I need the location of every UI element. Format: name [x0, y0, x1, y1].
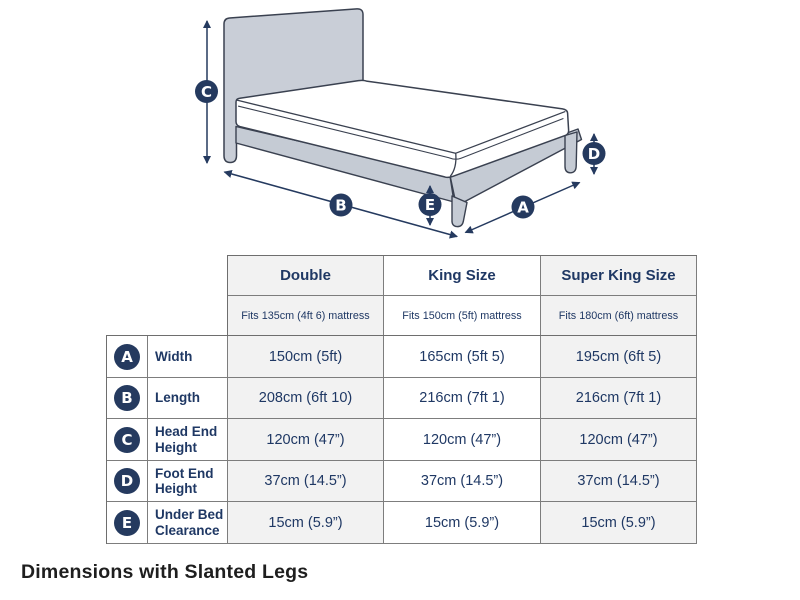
- badge-d-letter: D: [588, 145, 600, 163]
- value-head-height-super-king: 120cm (47”): [541, 419, 697, 461]
- page-caption: Dimensions with Slanted Legs: [21, 561, 309, 583]
- mattress-seam: [237, 105, 564, 160]
- badge-d-circle: [582, 142, 606, 165]
- bed-dimensions-diagram: C B E A D: [195, 8, 606, 239]
- badge-a-circle: [511, 195, 535, 219]
- mattress: [235, 79, 570, 179]
- value-width-king: 165cm (5ft 5): [384, 336, 541, 378]
- row-label-head-end-height: Head End Height: [148, 419, 228, 461]
- badge-b-letter: B: [335, 197, 346, 215]
- badge-b-circle: [329, 193, 353, 217]
- value-length-double: 208cm (6ft 10): [228, 378, 384, 419]
- badge-a-letter: A: [517, 199, 529, 217]
- row-badge-a: A: [114, 343, 140, 370]
- row-label-width: Width: [148, 336, 228, 378]
- row-badge-b: B: [114, 385, 140, 411]
- value-head-height-king: 120cm (47”): [384, 419, 541, 461]
- column-header-super-king: Super King Size: [541, 256, 697, 296]
- badge-cell: A: [107, 336, 148, 378]
- row-label-length: Length: [148, 378, 228, 419]
- badge-cell: D: [107, 461, 148, 502]
- row-badge-c: C: [114, 426, 140, 453]
- badge-cell: E: [107, 502, 148, 544]
- size-table-body: A Width 150cm (5ft) 165cm (5ft 5) 195cm …: [106, 335, 697, 544]
- size-table-header: Double King Size Super King Size Fits 13…: [227, 255, 697, 336]
- diagram-badges: C B E A D: [195, 80, 606, 219]
- right-foot-leg: [564, 131, 578, 174]
- column-subtitle-double: Fits 135cm (4ft 6) mattress: [228, 296, 384, 336]
- row-badge-d: D: [114, 468, 140, 494]
- value-foot-height-double: 37cm (14.5”): [228, 461, 384, 502]
- value-foot-height-super-king: 37cm (14.5”): [541, 461, 697, 502]
- badge-c-circle: [195, 80, 218, 103]
- value-clearance-king: 15cm (5.9”): [384, 502, 541, 544]
- badge-cell: B: [107, 378, 148, 419]
- column-subtitle-super-king: Fits 180cm (6ft) mattress: [541, 296, 697, 336]
- value-width-double: 150cm (5ft): [228, 336, 384, 378]
- value-length-super-king: 216cm (7ft 1): [541, 378, 697, 419]
- value-head-height-double: 120cm (47”): [228, 419, 384, 461]
- badge-c-letter: C: [201, 83, 212, 101]
- column-subtitle-king: Fits 150cm (5ft) mattress: [384, 296, 541, 336]
- row-label-under-bed-clearance: Under Bed Clearance: [148, 502, 228, 544]
- row-label-foot-end-height: Foot End Height: [148, 461, 228, 502]
- value-length-king: 216cm (7ft 1): [384, 378, 541, 419]
- column-header-king: King Size: [384, 256, 541, 296]
- value-clearance-super-king: 15cm (5.9”): [541, 502, 697, 544]
- row-badge-e: E: [114, 509, 140, 536]
- badge-e-letter: E: [425, 196, 435, 214]
- badge-cell: C: [107, 419, 148, 461]
- value-foot-height-king: 37cm (14.5”): [384, 461, 541, 502]
- value-clearance-double: 15cm (5.9”): [228, 502, 384, 544]
- value-width-super-king: 195cm (6ft 5): [541, 336, 697, 378]
- badge-e-circle: [418, 193, 442, 216]
- column-header-double: Double: [228, 256, 384, 296]
